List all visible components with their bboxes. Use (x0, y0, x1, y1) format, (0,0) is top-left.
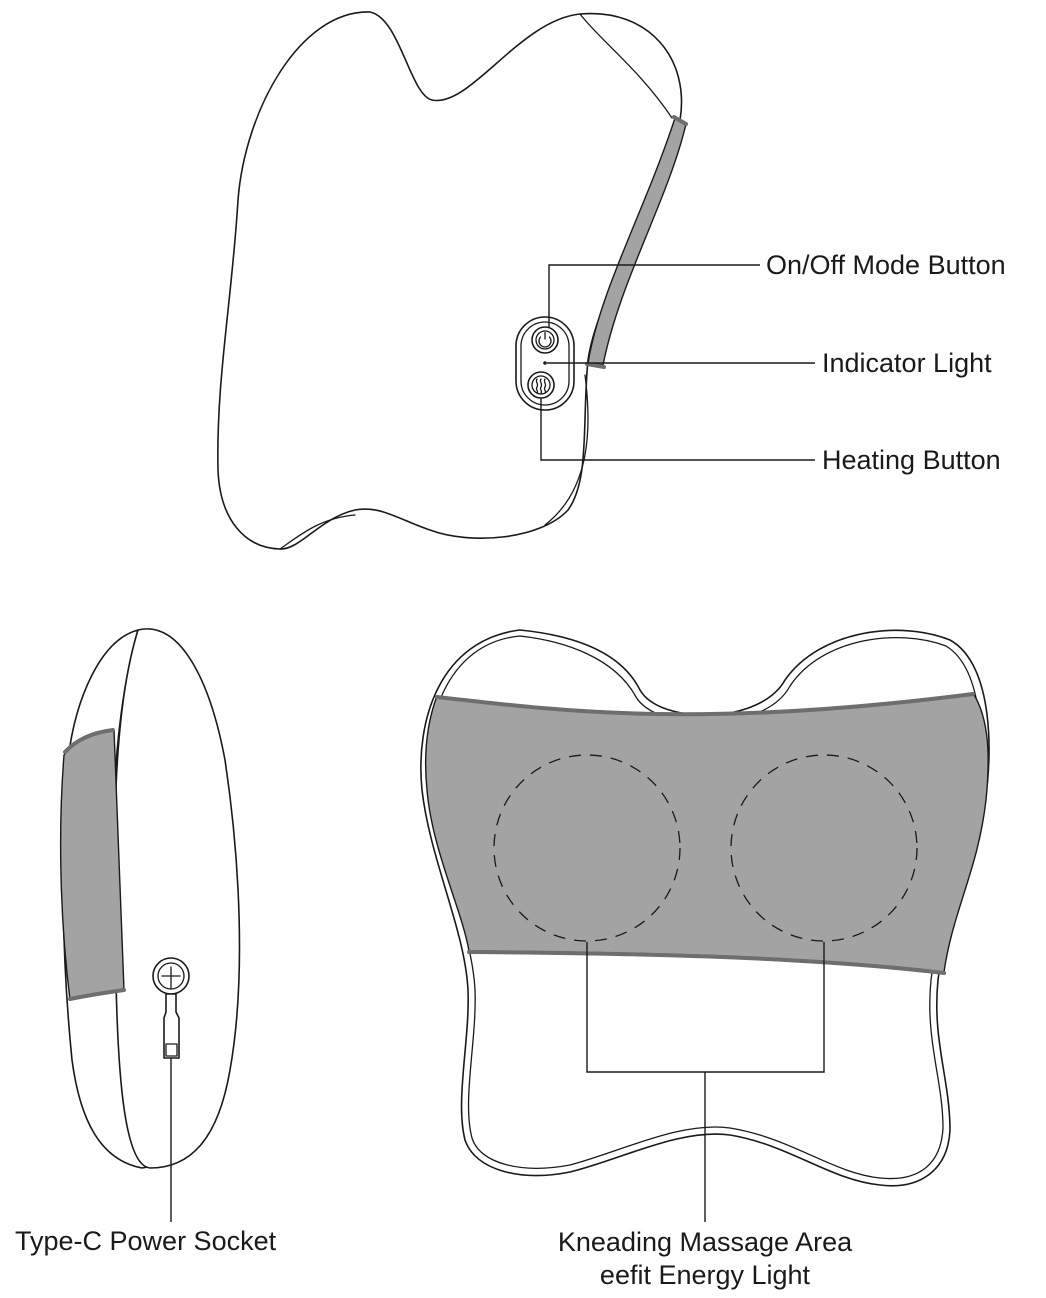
pillow-side-view (59, 628, 241, 1222)
heat-waves-icon (535, 378, 547, 394)
on-off-label: On/Off Mode Button (766, 250, 1006, 280)
pillow-bottom-edge (544, 374, 589, 526)
front-fabric-seam-top (435, 692, 975, 717)
kneading-node-right (730, 754, 918, 942)
fabric-strip-seam-top (672, 115, 688, 126)
pillow-front-view (420, 629, 990, 1222)
front-fabric-seam-bottom (467, 950, 946, 975)
on-off-leader (548, 264, 760, 327)
heating-leader (540, 398, 815, 461)
energy-light-label: eefit Energy Light (600, 1260, 811, 1290)
side-front-face (113, 628, 241, 1169)
heating-button-label: Heating Button (822, 445, 1001, 475)
heating-button[interactable] (527, 371, 555, 399)
power-icon (538, 331, 552, 348)
indicator-light-label: Indicator Light (822, 348, 992, 378)
power-plug-end (165, 1043, 178, 1057)
kneading-area-label: Kneading Massage Area (558, 1227, 853, 1257)
usb-c-port-icon (152, 957, 190, 995)
side-fabric-seam-top (63, 728, 115, 754)
pillow-angled-view (217, 11, 815, 550)
front-inner-edge (427, 635, 982, 1180)
on-off-button[interactable] (531, 326, 559, 354)
pillow-body-top (217, 11, 683, 550)
pillow-bottom-edge-2 (279, 514, 356, 550)
pillow-side-edge (579, 13, 673, 119)
power-cable (163, 993, 180, 1059)
indicator-light-dot (543, 361, 547, 365)
fabric-strip-seam-bottom (585, 362, 606, 369)
kneading-node-left (493, 754, 681, 942)
power-socket-label: Type-C Power Socket (15, 1226, 277, 1256)
kneading-leader (586, 942, 825, 1222)
front-fabric-panel (424, 692, 989, 973)
side-fabric-band (59, 729, 125, 1001)
side-fabric-seam-bottom (68, 988, 126, 1001)
